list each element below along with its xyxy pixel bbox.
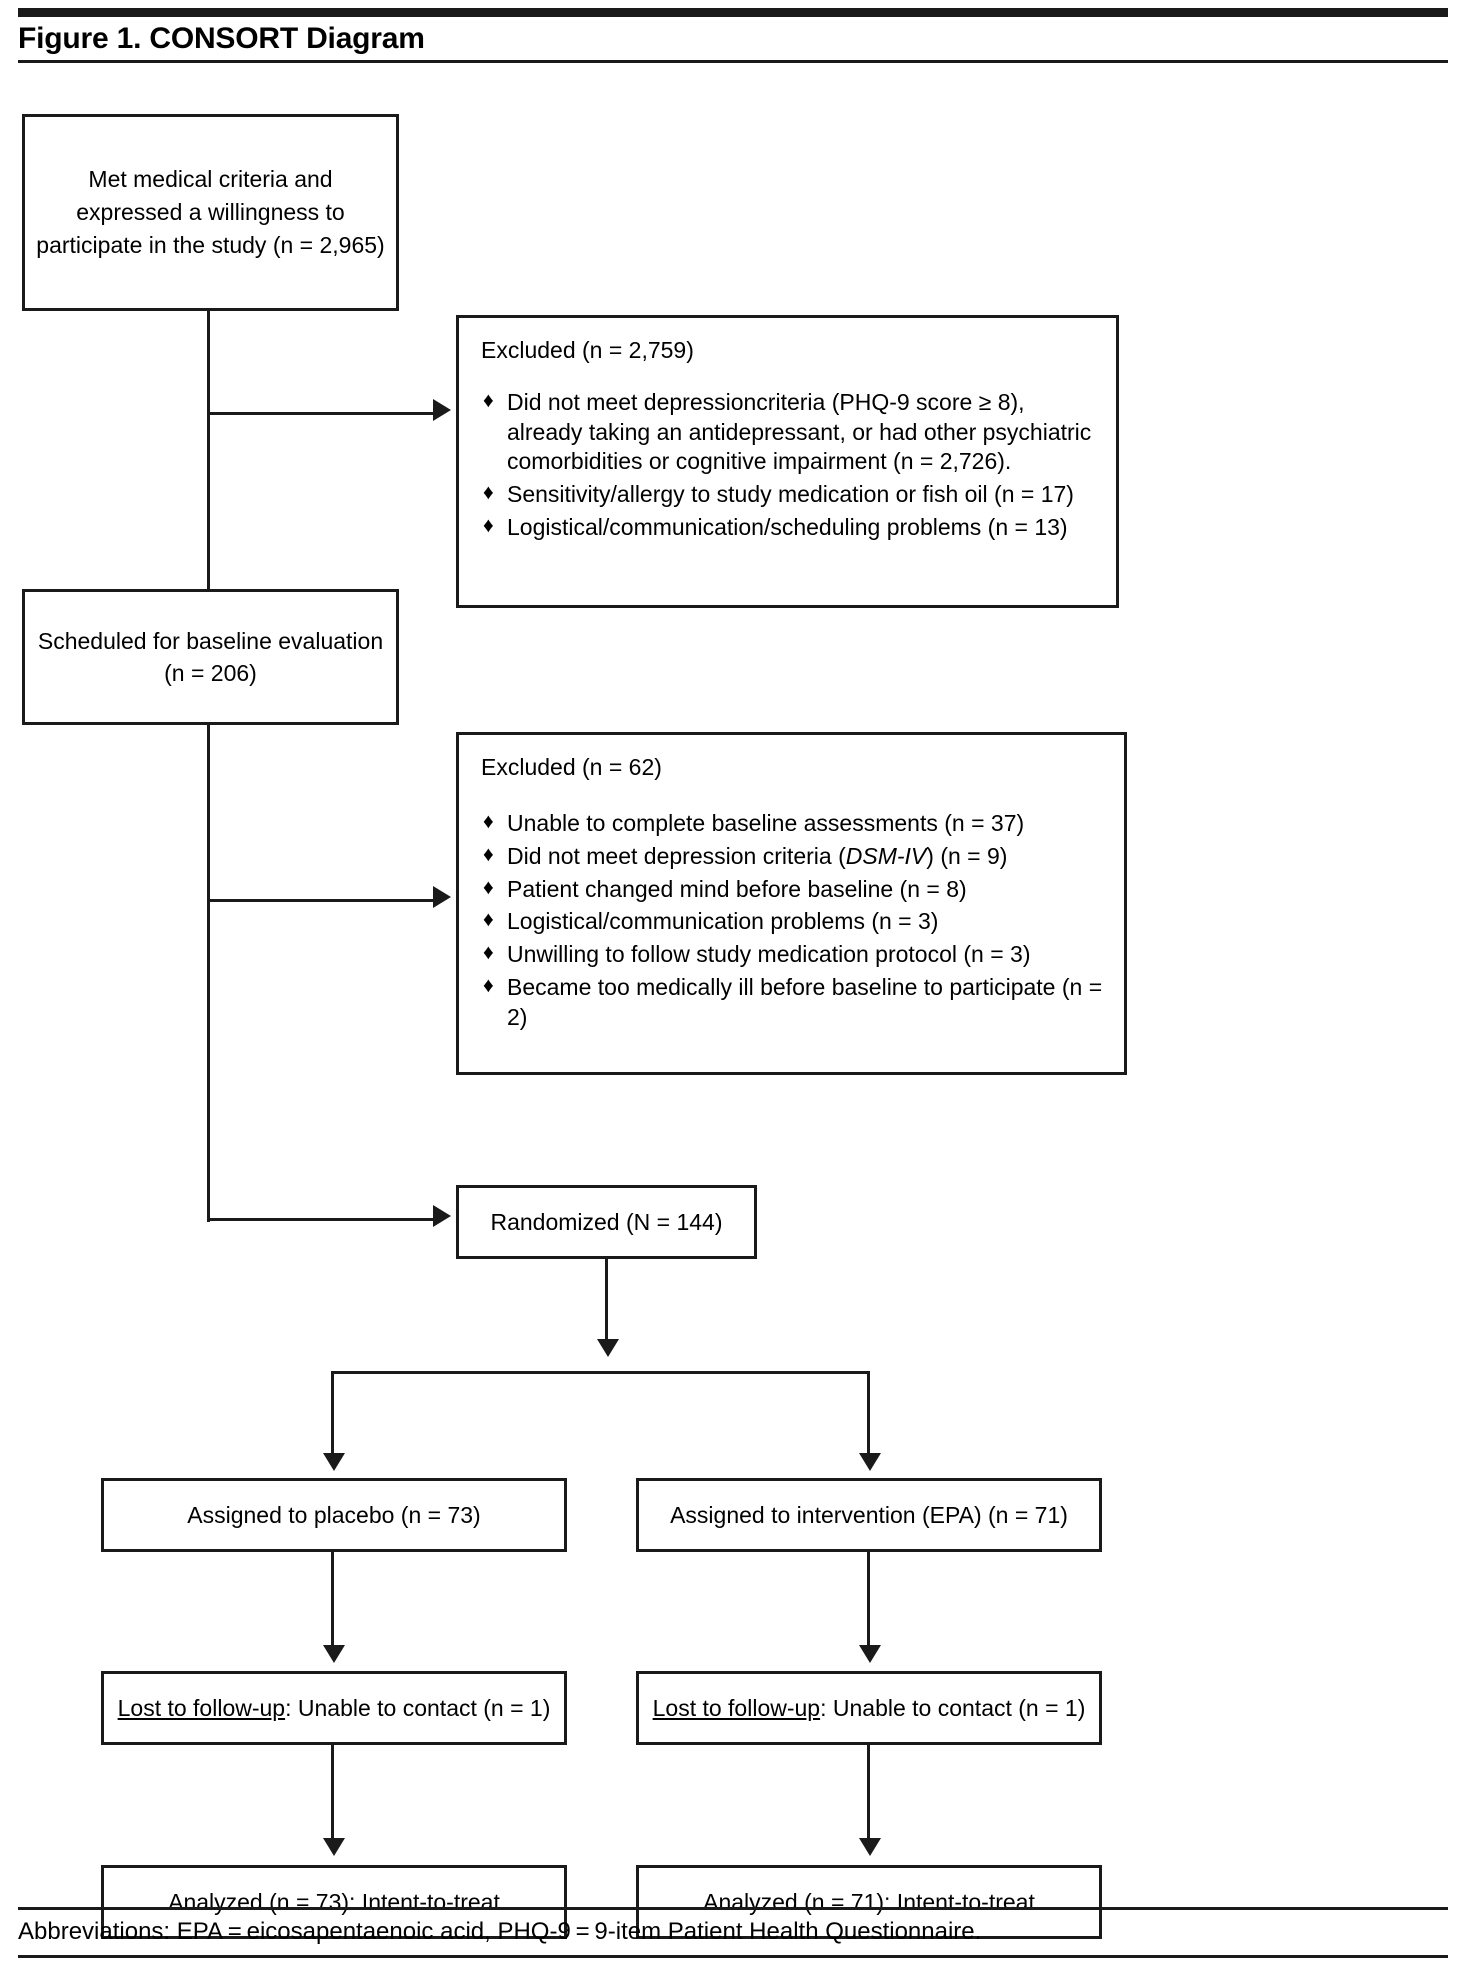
list-item-text: Did not meet depressioncriteria (PHQ-9 s… <box>507 388 1092 475</box>
diamond-bullet-icon: ♦ <box>483 974 494 998</box>
top-rule <box>18 8 1448 17</box>
list-item-text-tail: ) (n = 9) <box>926 842 1008 869</box>
list-item: ♦ Sensitivity/allergy to study medicatio… <box>481 480 1096 510</box>
node-randomized-label: Randomized (N = 144) <box>490 1208 723 1235</box>
abbreviations-note: Abbreviations: EPA = eicosapentaenoic ac… <box>18 1918 982 1945</box>
node-enrollment-label: Met medical criteria and expressed a wil… <box>36 166 385 258</box>
connector-lost-placebo-to-analyzed <box>331 1744 334 1839</box>
title-underline-rule <box>18 60 1448 63</box>
connector-placebo-to-lost <box>331 1551 334 1646</box>
node-analyzed-placebo-label: Analyzed (n = 73): Intent-to-treat <box>168 1888 500 1915</box>
node-randomized: Randomized (N = 144) <box>456 1185 757 1260</box>
list-item-emphasis: DSM-IV <box>845 842 927 869</box>
figure-title: Figure 1. CONSORT Diagram <box>18 22 425 55</box>
arrowhead-split-right <box>859 1453 881 1472</box>
list-item: ♦ Patient changed mind before baseline (… <box>481 875 1104 905</box>
connector-to-excluded-1 <box>207 411 435 415</box>
arrowhead-to-randomized <box>433 1204 451 1227</box>
arrowhead-to-excluded-1 <box>433 398 451 421</box>
node-lost-intervention-text: Lost to follow-up: Unable to contact (n … <box>643 1688 1096 1729</box>
arrowhead-lost-intervention-to-analyzed <box>859 1838 881 1857</box>
node-excluded-2: Excluded (n = 62) ♦ Unable to complete b… <box>456 731 1127 1076</box>
connector-split-bar <box>331 1370 870 1374</box>
excluded-1-list: ♦ Did not meet depressioncriteria (PHQ-9… <box>481 388 1096 543</box>
list-item-text: Patient changed mind before baseline (n … <box>507 875 967 902</box>
node-lost-intervention: Lost to follow-up: Unable to contact (n … <box>636 1671 1102 1745</box>
list-item: ♦ Unwilling to follow study medication p… <box>481 940 1104 970</box>
diamond-bullet-icon: ♦ <box>483 514 494 538</box>
connector-enrollment-to-baseline <box>207 411 210 590</box>
node-analyzed-intervention-label: Analyzed (n = 71): Intent-to-treat <box>703 1888 1035 1915</box>
list-item: ♦ Logistical/communication/scheduling pr… <box>481 513 1096 543</box>
list-item-text: Became too medically ill before baseline… <box>507 974 1103 1031</box>
list-item-text: Logistical/communication problems (n = 3… <box>507 908 939 935</box>
diamond-bullet-icon: ♦ <box>483 908 494 932</box>
node-assigned-placebo-label: Assigned to placebo (n = 73) <box>187 1501 481 1528</box>
node-lost-placebo: Lost to follow-up: Unable to contact (n … <box>101 1671 567 1745</box>
list-item: ♦ Logistical/communication problems (n =… <box>481 907 1104 937</box>
node-assigned-intervention-label: Assigned to intervention (EPA) (n = 71) <box>670 1501 1068 1528</box>
diamond-bullet-icon: ♦ <box>483 481 494 505</box>
list-item-text: Did not meet depression criteria ( <box>507 842 846 869</box>
list-item-text: Unwilling to follow study medication pro… <box>507 941 1031 968</box>
list-item-text: Logistical/communication/scheduling prob… <box>507 514 1068 541</box>
node-assigned-intervention: Assigned to intervention (EPA) (n = 71) <box>636 1478 1102 1552</box>
footer-top-rule <box>18 1907 1448 1910</box>
arrowhead-to-excluded-2 <box>433 886 451 909</box>
diamond-bullet-icon: ♦ <box>483 875 494 899</box>
list-item: ♦ Did not meet depression criteria (DSM-… <box>481 842 1104 872</box>
list-item: ♦ Unable to complete baseline assessment… <box>481 809 1104 839</box>
list-item-text: Sensitivity/allergy to study medication … <box>507 481 1074 508</box>
node-analyzed-intervention: Analyzed (n = 71): Intent-to-treat <box>636 1865 1102 1940</box>
excluded-2-list: ♦ Unable to complete baseline assessment… <box>481 809 1104 1033</box>
node-lost-placebo-label: Lost to follow-up <box>117 1694 286 1721</box>
list-item: ♦ Did not meet depressioncriteria (PHQ-9… <box>481 388 1096 478</box>
arrowhead-intervention-to-lost <box>859 1645 881 1664</box>
connector-baseline-to-randomized <box>207 1217 435 1221</box>
bottom-rule <box>18 1955 1448 1958</box>
excluded-2-heading: Excluded (n = 62) <box>481 753 662 780</box>
connector-randomized-stem <box>605 1259 608 1341</box>
connector-lost-intervention-to-analyzed <box>867 1744 870 1839</box>
arrowhead-randomized-stem <box>597 1339 619 1358</box>
node-lost-placebo-detail: : Unable to contact (n = 1) <box>285 1694 551 1721</box>
connector-to-excluded-2 <box>207 899 435 902</box>
arrowhead-placebo-to-lost <box>323 1645 345 1664</box>
list-item: ♦ Became too medically ill before baseli… <box>481 973 1104 1033</box>
node-baseline-label: Scheduled for baseline evaluation (n = 2… <box>37 627 384 687</box>
diamond-bullet-icon: ♦ <box>483 809 494 833</box>
excluded-1-heading: Excluded (n = 2,759) <box>481 336 694 363</box>
node-excluded-1: Excluded (n = 2,759) ♦ Did not meet depr… <box>456 314 1119 608</box>
node-lost-placebo-text: Lost to follow-up: Unable to contact (n … <box>108 1688 561 1729</box>
connector-split-right <box>867 1370 870 1456</box>
node-assigned-placebo: Assigned to placebo (n = 73) <box>101 1478 567 1552</box>
connector-intervention-to-lost <box>867 1551 870 1646</box>
diamond-bullet-icon: ♦ <box>483 842 494 866</box>
arrowhead-split-left <box>323 1453 345 1472</box>
diamond-bullet-icon: ♦ <box>483 388 494 412</box>
connector-enrollment-stem <box>207 310 210 416</box>
connector-split-left <box>331 1370 334 1456</box>
list-item-text: Unable to complete baseline assessments … <box>507 809 1025 836</box>
node-lost-intervention-label: Lost to follow-up <box>652 1694 821 1721</box>
node-lost-intervention-detail: : Unable to contact (n = 1) <box>820 1694 1086 1721</box>
connector-baseline-stem <box>207 725 210 1222</box>
node-enrollment: Met medical criteria and expressed a wil… <box>22 113 399 311</box>
arrowhead-lost-placebo-to-analyzed <box>323 1838 345 1857</box>
node-baseline: Scheduled for baseline evaluation (n = 2… <box>22 589 399 726</box>
diamond-bullet-icon: ♦ <box>483 941 494 965</box>
node-analyzed-placebo: Analyzed (n = 73): Intent-to-treat <box>101 1865 567 1940</box>
